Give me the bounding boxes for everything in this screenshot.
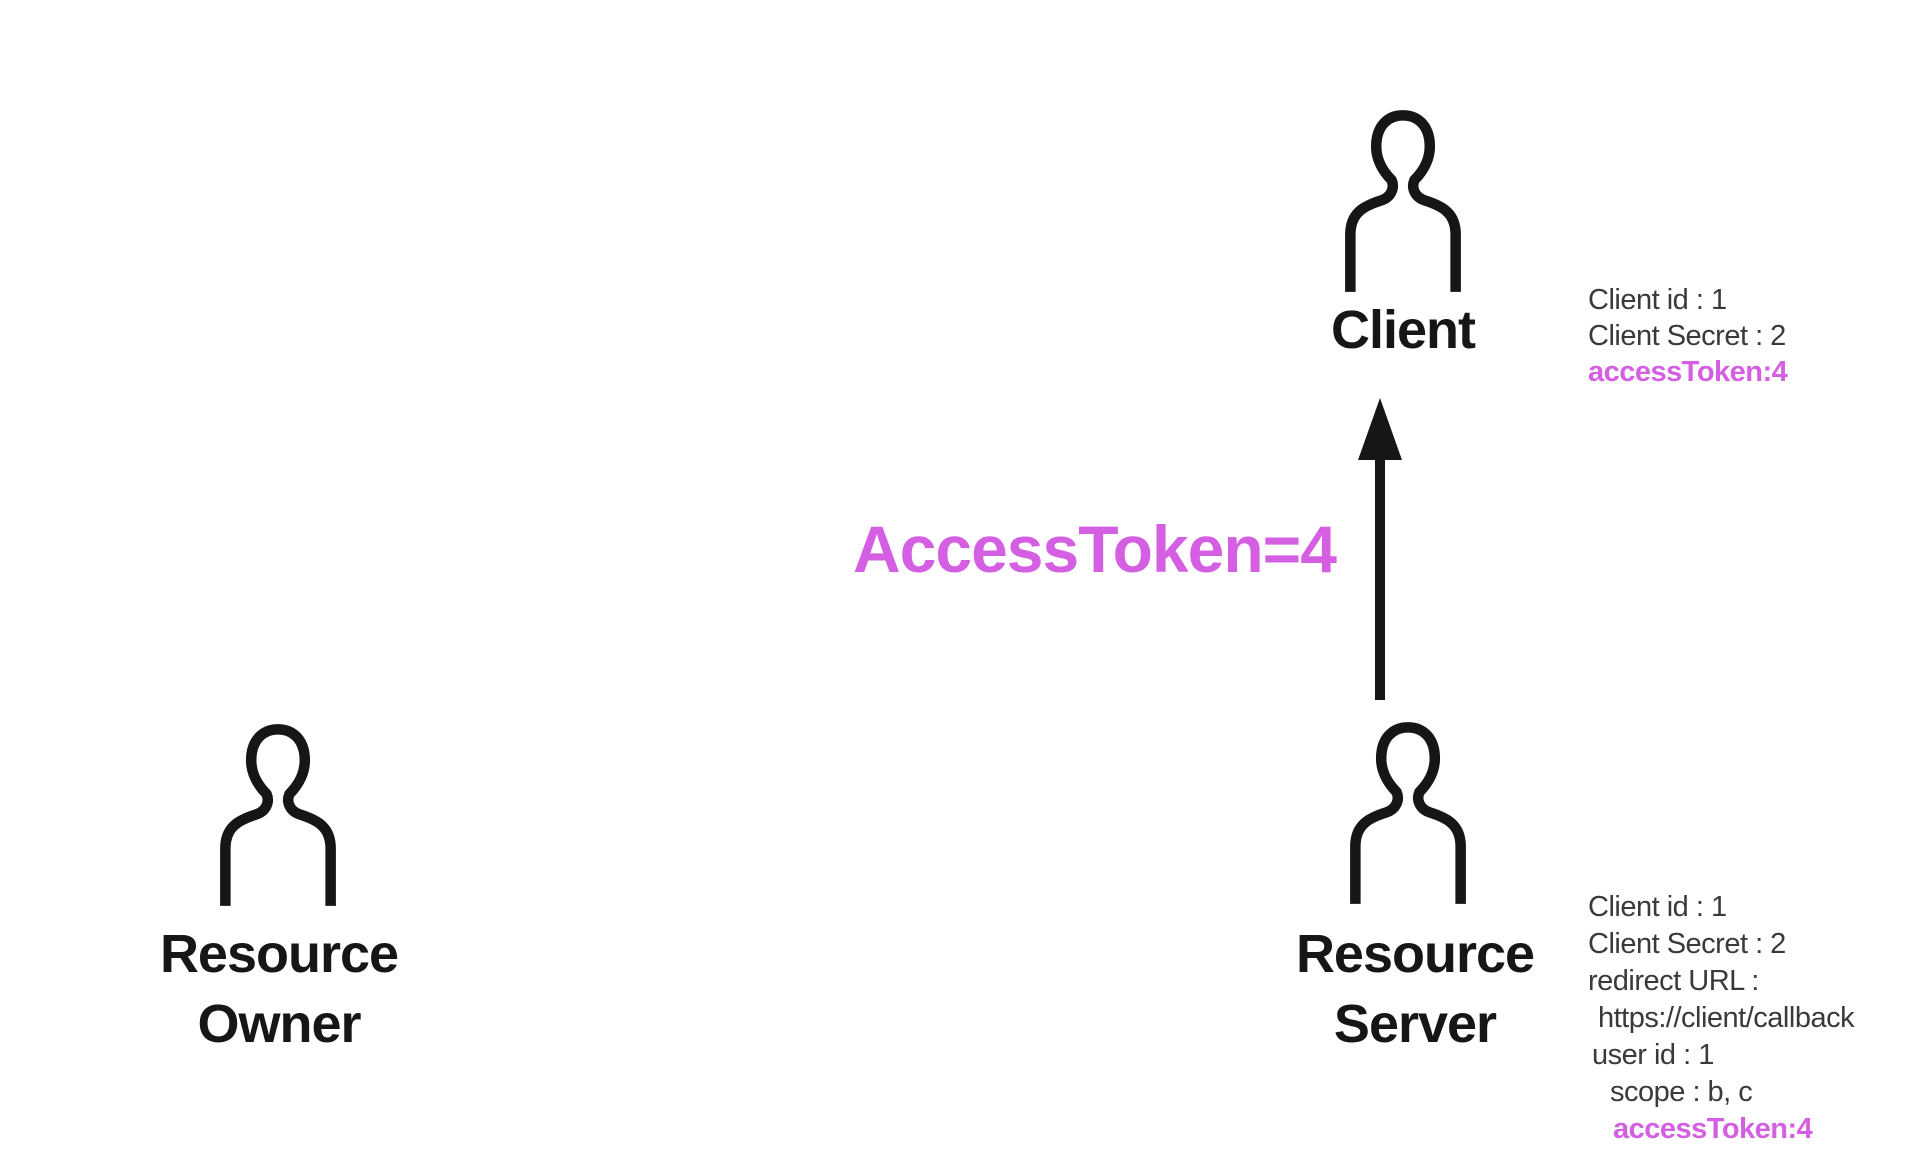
resource-owner-label-line1: Resource [159, 924, 399, 984]
resource-owner-label: Resource Owner [119, 919, 439, 1059]
client-info-line: Client Secret : 2 [1588, 320, 1786, 352]
arrow-up-icon [1348, 396, 1412, 702]
resource-server-label-line1: Resource [1295, 924, 1535, 984]
resource-server-label-line2: Server [1333, 994, 1497, 1054]
resource-owner-label-line2: Owner [197, 994, 361, 1054]
client-access-token-value: accessToken:4 [1588, 356, 1788, 388]
client-person-icon [1336, 110, 1470, 292]
server-info-line: scope : b, c [1610, 1076, 1753, 1108]
server-info-line: user id : 1 [1592, 1039, 1714, 1071]
server-info-line: Client id : 1 [1588, 891, 1727, 923]
client-label: Client [1330, 300, 1476, 360]
server-info-line: Client Secret : 2 [1588, 928, 1786, 960]
server-info-line: https://client/callback [1598, 1002, 1855, 1034]
access-token-edge-label: AccessToken=4 [853, 512, 1337, 586]
server-info-annotation: Client id : 1 Client Secret : 2 redirect… [1588, 889, 1855, 1148]
server-info-line: redirect URL : [1588, 965, 1759, 997]
server-access-token-value: accessToken:4 [1613, 1113, 1813, 1145]
client-info-line: Client id : 1 [1588, 284, 1727, 316]
resource-owner-person-icon [211, 724, 345, 906]
resource-server-person-icon [1341, 722, 1475, 904]
resource-server-label: Resource Server [1255, 919, 1575, 1059]
client-info-annotation: Client id : 1 Client Secret : 2 accessTo… [1588, 282, 1788, 390]
